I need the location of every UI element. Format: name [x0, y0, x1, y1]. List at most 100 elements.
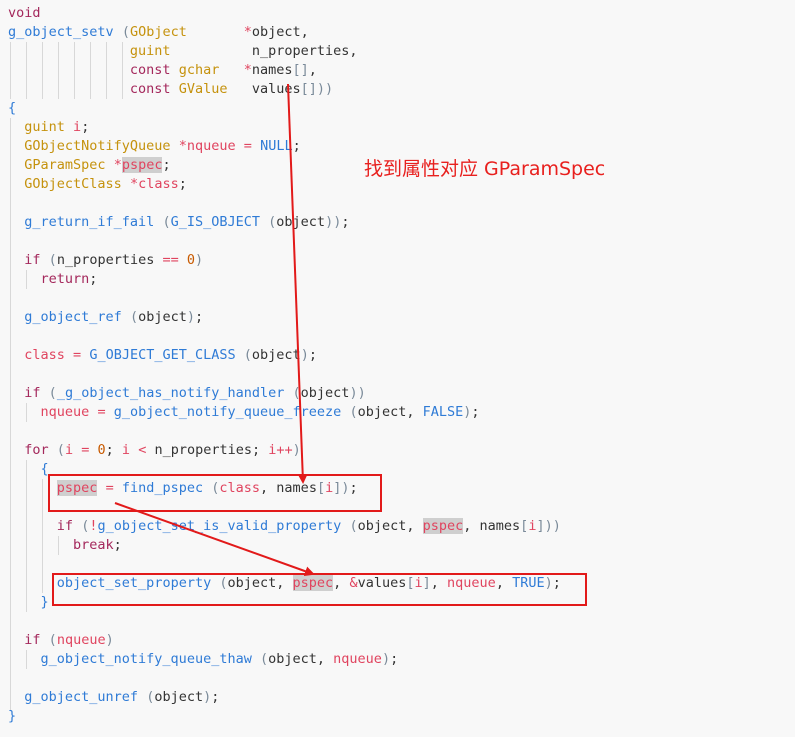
code-token: }	[40, 594, 49, 610]
code-line: const GValue values[]))	[8, 80, 333, 99]
code-token: )	[381, 651, 391, 667]
code-token: guint	[24, 119, 65, 135]
code-token: names	[251, 62, 293, 78]
code-token: []	[292, 62, 309, 78]
indent-guide	[106, 42, 107, 99]
code-token: [	[520, 518, 529, 534]
indent-guide	[26, 270, 27, 289]
code-token: object,	[251, 24, 309, 40]
arrow-pspec-to-set-property	[114, 502, 315, 577]
code-line: {	[8, 460, 49, 479]
code-token: (	[162, 214, 171, 230]
code-token: )	[105, 632, 114, 648]
code-token: *	[113, 157, 122, 173]
code-token: (	[243, 347, 252, 363]
code-token: (	[211, 480, 220, 496]
code-line: return;	[8, 270, 98, 289]
code-token: (	[81, 518, 90, 534]
indent-guide	[42, 479, 43, 593]
code-token: class	[219, 480, 261, 496]
code-token: }	[8, 708, 17, 724]
code-token: void	[8, 5, 41, 21]
code-token: nqueue	[447, 575, 496, 591]
code-token: (	[146, 689, 155, 705]
code-token: ,	[495, 575, 513, 591]
code-token: )	[195, 252, 204, 268]
code-token: (	[48, 632, 57, 648]
code-token: ;	[349, 480, 358, 496]
code-token: class	[138, 176, 179, 192]
code-token: gchar	[178, 62, 220, 78]
code-token: ;	[471, 404, 480, 420]
code-token: ;	[292, 138, 301, 154]
code-token: <	[138, 442, 147, 458]
code-token: g_return_if_fail	[24, 214, 155, 230]
code-token: {	[40, 461, 49, 477]
code-token: ]	[333, 480, 342, 496]
code-token: ;	[195, 309, 204, 325]
code-token: 0	[186, 252, 196, 268]
code-line: guint i;	[8, 118, 89, 137]
code-token: return	[40, 271, 90, 287]
code-token: for	[24, 442, 49, 458]
code-token: GParamSpec	[24, 157, 106, 173]
code-token: nqueue	[56, 632, 106, 648]
code-token: ;	[113, 537, 122, 553]
indent-guide	[58, 536, 59, 555]
code-token: guint	[129, 43, 171, 59]
code-token: find_pspec	[121, 480, 204, 496]
code-token: (	[268, 214, 277, 230]
code-token: =	[73, 347, 82, 363]
code-line: pspec = find_pspec (class, names[i]);	[8, 479, 358, 498]
code-token: ]))	[536, 518, 561, 534]
code-token: (	[48, 385, 57, 401]
code-line: GObjectNotifyQueue *nqueue = NULL;	[8, 137, 301, 156]
code-line: void	[8, 4, 41, 23]
code-token: [	[316, 480, 326, 496]
code-token: ;	[211, 689, 220, 705]
code-token: if	[24, 385, 41, 401]
highlighted-token: pspec	[292, 575, 334, 591]
code-line: if (n_properties == 0)	[8, 251, 203, 270]
code-token: ;	[89, 271, 98, 287]
code-line: class = G_OBJECT_GET_CLASS (object);	[8, 346, 317, 365]
code-token: *	[129, 176, 139, 192]
code-token: i	[73, 119, 82, 135]
code-token: *	[243, 24, 252, 40]
code-line: g_return_if_fail (G_IS_OBJECT (object));	[8, 213, 349, 232]
code-token: )	[186, 309, 196, 325]
code-token: g_object_setv	[8, 24, 114, 40]
indent-guide	[26, 42, 27, 99]
code-token: GObjectClass	[24, 176, 122, 192]
code-token: object	[276, 214, 326, 230]
code-token: (	[292, 385, 301, 401]
code-token: i	[528, 518, 537, 534]
code-token: n_properties;	[146, 442, 269, 458]
code-token: const	[129, 81, 171, 97]
code-token: object	[300, 385, 350, 401]
code-token: (	[56, 442, 65, 458]
code-line: GObjectClass *class;	[8, 175, 187, 194]
code-token: i	[64, 442, 74, 458]
highlighted-token: pspec	[56, 480, 98, 496]
code-token: nqueue	[186, 138, 236, 154]
code-token: )	[300, 347, 309, 363]
code-token: [	[406, 575, 415, 591]
code-token: object,	[227, 575, 293, 591]
code-token: object	[251, 347, 301, 363]
indent-guide	[74, 42, 75, 99]
code-token: =	[105, 480, 114, 496]
indent-guide	[58, 42, 59, 99]
indent-guide	[90, 42, 91, 99]
code-token: )	[203, 689, 212, 705]
code-token: ;	[390, 651, 399, 667]
code-token: , names	[260, 480, 317, 496]
indent-guide	[42, 42, 43, 99]
code-token: ]	[422, 575, 431, 591]
code-token: !	[89, 518, 98, 534]
highlighted-token: pspec	[422, 518, 464, 534]
code-token: NULL	[260, 138, 293, 154]
code-token: ++	[276, 442, 293, 458]
code-token: GObjectNotifyQueue	[24, 138, 171, 154]
